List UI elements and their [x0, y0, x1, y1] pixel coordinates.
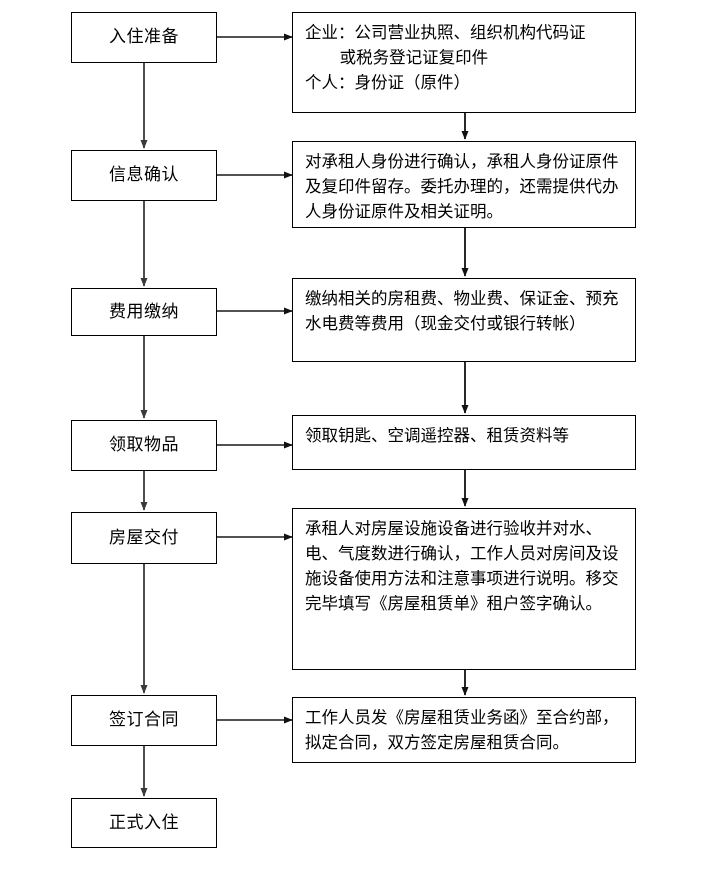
stage-box-7[interactable]: 正式入住 — [71, 798, 217, 848]
detail-text-6: 工作人员发《房屋租赁业务函》至合约部，拟定合同，双方签定房屋租赁合同。 — [305, 708, 619, 753]
stage-label-1: 入住准备 — [109, 27, 179, 48]
detail-text-1: 企业：公司营业执照、组织机构代码证 或税务登记证复印件 个人：身份证（原件） — [305, 20, 625, 95]
detail-box-4[interactable]: 领取钥匙、空调遥控器、租赁资料等 — [292, 415, 636, 470]
stage-box-6[interactable]: 签订合同 — [71, 695, 217, 746]
detail-box-2[interactable]: 对承租人身份进行确认，承租人身份证原件及复印件留存。委托办理的，还需提供代办人身… — [292, 141, 636, 228]
detail-box-6[interactable]: 工作人员发《房屋租赁业务函》至合约部，拟定合同，双方签定房屋租赁合同。 — [292, 697, 636, 763]
detail-box-5[interactable]: 承租人对房屋设施设备进行验收并对水、电、气度数进行确认，工作人员对房间及设施设备… — [292, 508, 636, 670]
stage-label-4: 领取物品 — [109, 435, 179, 456]
detail-line-1-1: 企业：公司营业执照、组织机构代码证 — [305, 23, 586, 42]
detail-line-1-2: 或税务登记证复印件 — [339, 48, 489, 68]
stage-box-2[interactable]: 信息确认 — [71, 150, 217, 201]
detail-text-2: 对承租人身份进行确认，承租人身份证原件及复印件留存。委托办理的，还需提供代办人身… — [305, 152, 619, 222]
detail-text-4: 领取钥匙、空调遥控器、租赁资料等 — [305, 426, 569, 445]
stage-label-3: 费用缴纳 — [109, 301, 179, 322]
detail-box-3[interactable]: 缴纳相关的房租费、物业费、保证金、预充水电费等费用（现金交付或银行转帐） — [292, 278, 636, 362]
stage-label-7: 正式入住 — [109, 812, 179, 833]
stage-box-1[interactable]: 入住准备 — [71, 12, 217, 63]
detail-box-1[interactable]: 企业：公司营业执照、组织机构代码证 或税务登记证复印件 个人：身份证（原件） — [292, 12, 636, 113]
detail-line-1-3: 个人：身份证（原件） — [305, 73, 470, 93]
detail-text-5: 承租人对房屋设施设备进行验收并对水、电、气度数进行确认，工作人员对房间及设施设备… — [305, 519, 619, 614]
stage-box-4[interactable]: 领取物品 — [71, 420, 217, 471]
stage-label-6: 签订合同 — [109, 710, 179, 731]
stage-label-5: 房屋交付 — [109, 527, 179, 548]
stage-label-2: 信息确认 — [109, 165, 179, 186]
stage-box-3[interactable]: 费用缴纳 — [71, 288, 217, 336]
stage-box-5[interactable]: 房屋交付 — [71, 512, 217, 564]
detail-text-3: 缴纳相关的房租费、物业费、保证金、预充水电费等费用（现金交付或银行转帐） — [305, 289, 619, 334]
